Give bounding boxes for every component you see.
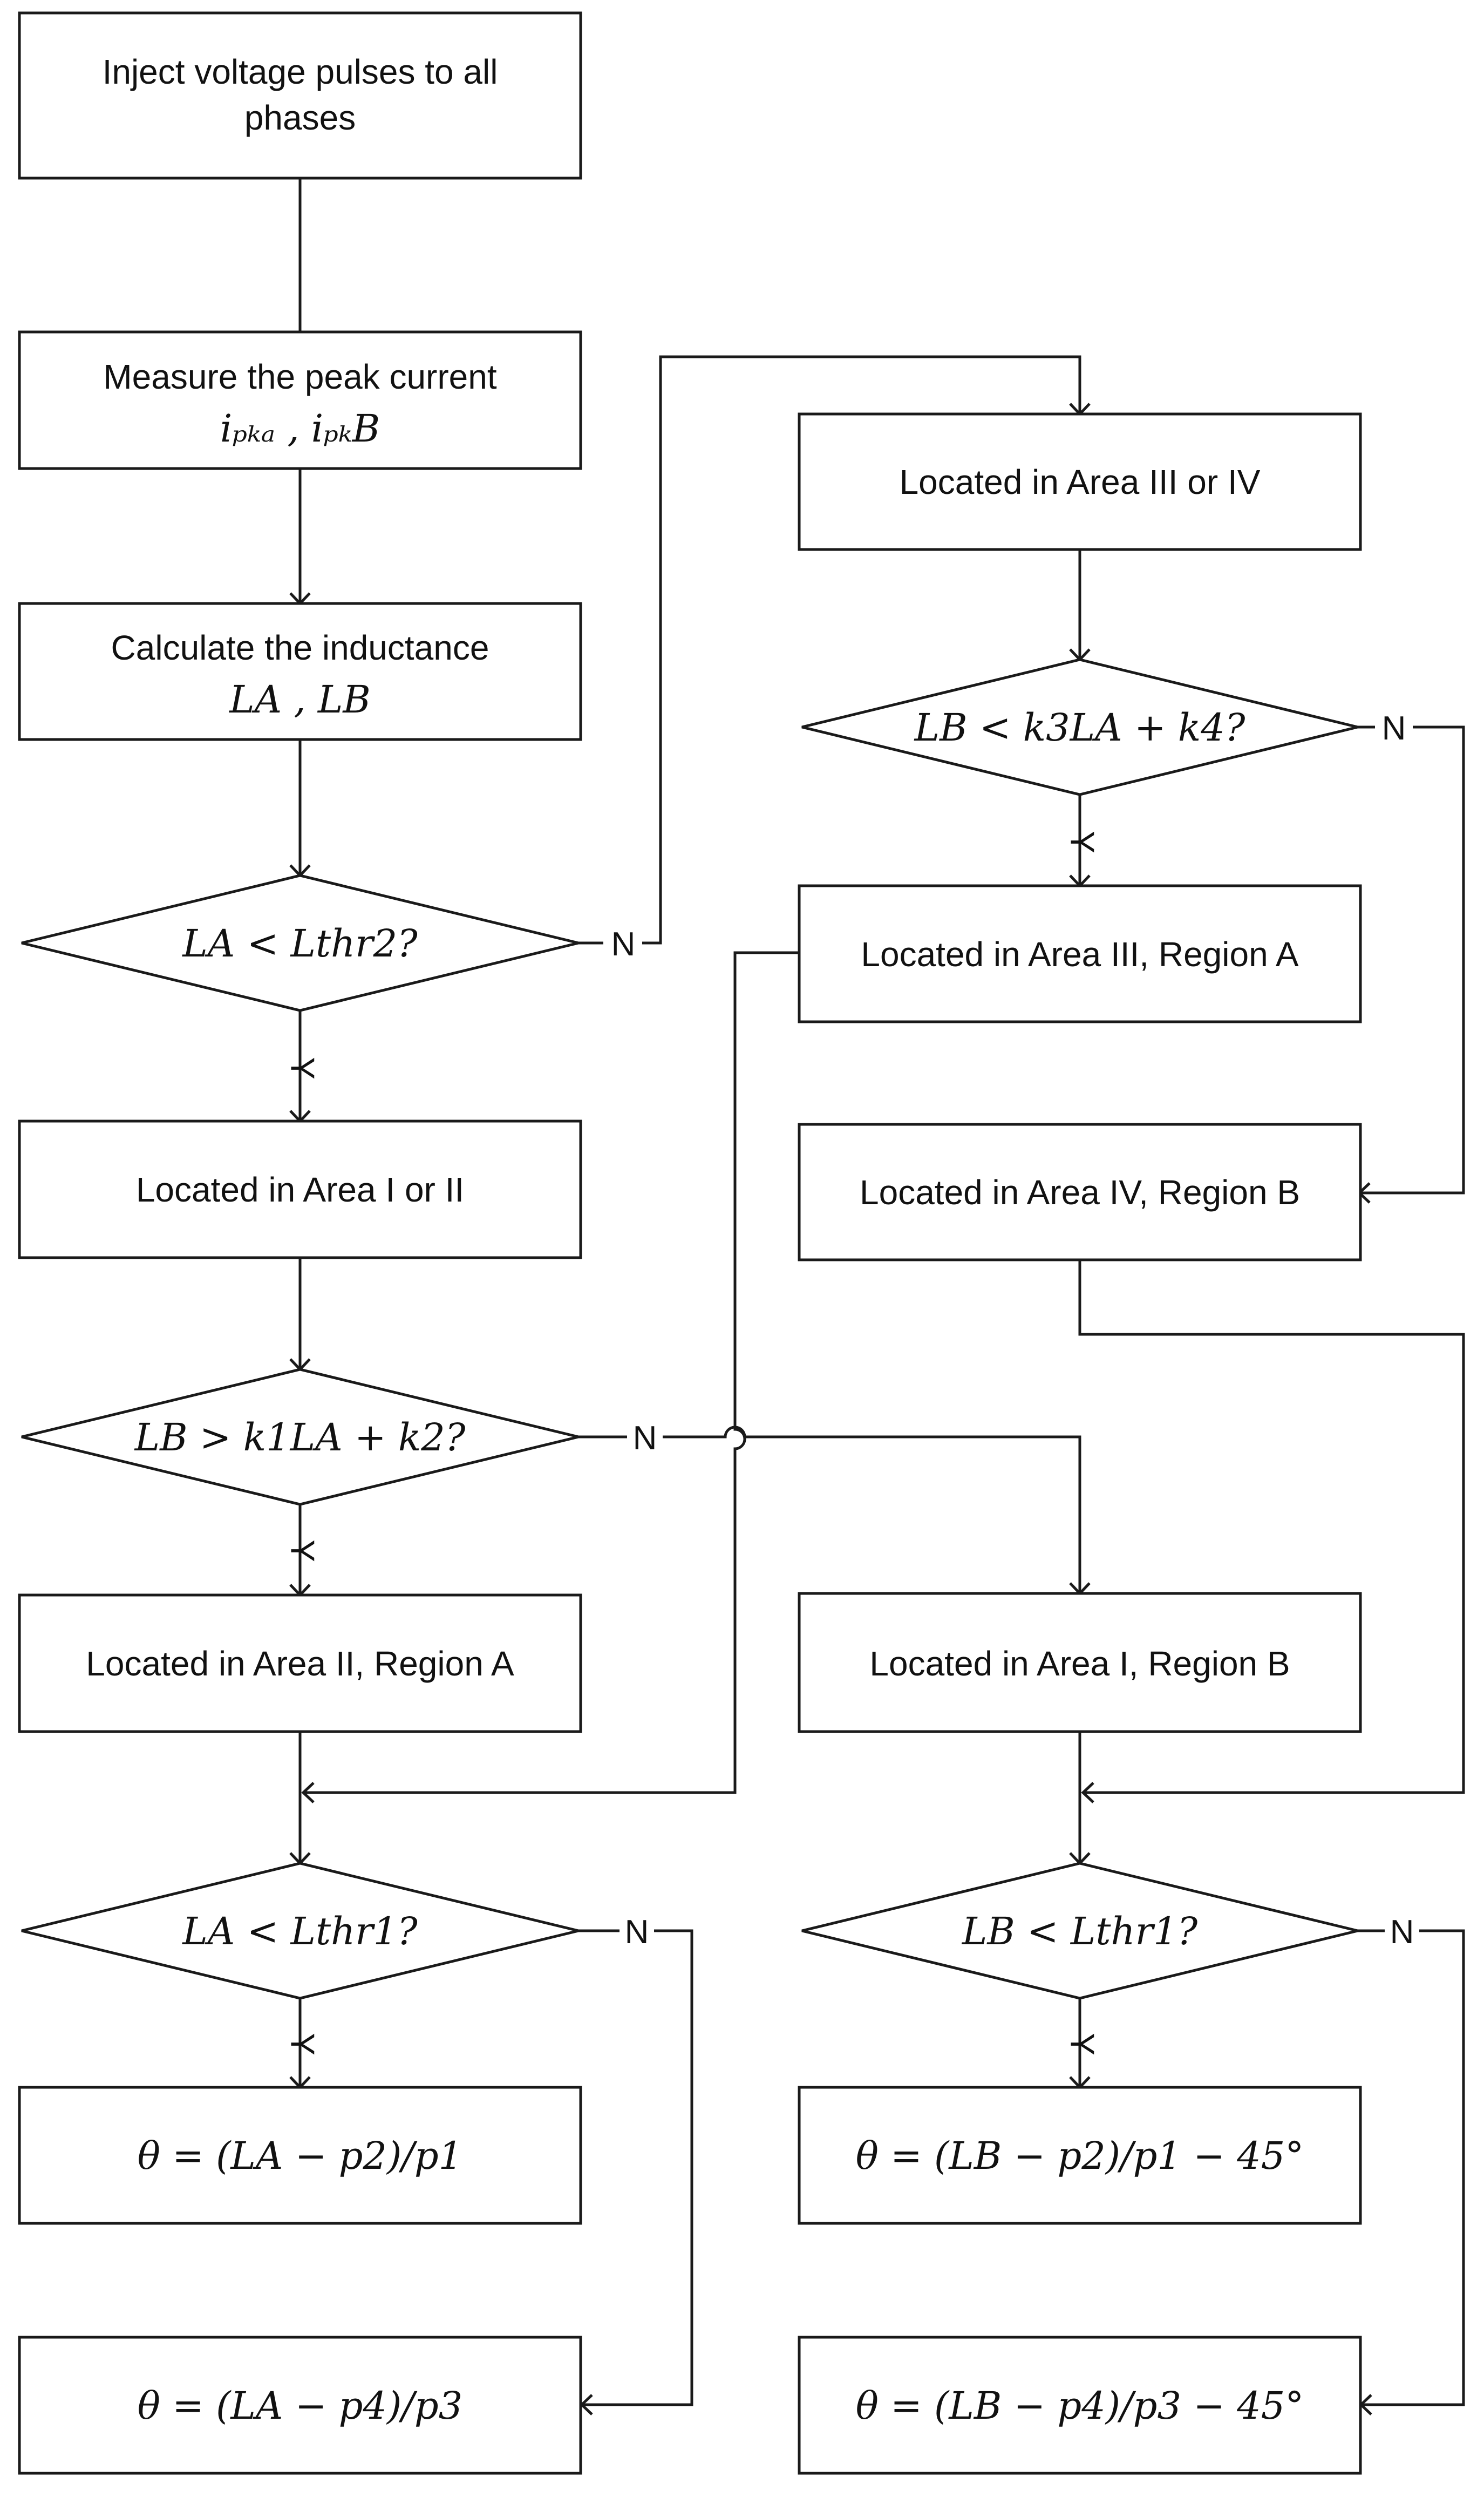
node-calc-line2: LA , LB — [228, 677, 371, 722]
decision-d1-text: LA < Lthr2? — [181, 921, 418, 966]
edge-area3a-to-merge-left — [303, 951, 799, 1794]
edge-labels: Y Y Y Y Y N N N N N — [284, 710, 1414, 2055]
decision-d4: LA < Lthr1? — [21, 1862, 579, 2000]
decision-d1: LA < Lthr2? — [21, 874, 579, 1012]
node-area2a: Located in Area II, Region A — [18, 1593, 582, 1733]
node-formula-4: θ = (LB − p4)/p3 − 45° — [798, 2336, 1362, 2475]
edge-d1-no-to-area34-b — [642, 355, 1081, 945]
node-formula-2-text: θ = (LA − p4)/p3 — [138, 2384, 462, 2428]
edge-d2-no-to-area1b-b — [663, 1426, 1081, 1593]
node-calc-line1: Calculate the inductance — [111, 628, 489, 667]
node-calc: Calculate the inductance LA , LB — [18, 602, 582, 741]
node-formula-3-text: θ = (LB − p2)/p1 − 45° — [856, 2134, 1304, 2178]
edge-area4b-to-merge-right — [1078, 1260, 1465, 1794]
node-formula-1-text: θ = (LA − p2)/p1 — [138, 2134, 462, 2178]
decision-d5: LB < Lthr1? — [801, 1862, 1358, 2000]
node-area4b: Located in Area IV, Region B — [798, 1123, 1362, 1261]
node-area1b: Located in Area I, Region B — [798, 1592, 1362, 1733]
no-label: N — [625, 1914, 649, 1951]
decision-d2-text: LB > k1LA + k2? — [134, 1415, 466, 1460]
node-measure-line2: iₚₖₐ , iₚₖB — [220, 406, 380, 451]
yes-label: Y — [284, 2033, 321, 2055]
node-area4b-text: Located in Area IV, Region B — [860, 1173, 1300, 1212]
decision-d5-text: LB < Lthr1? — [961, 1909, 1198, 1953]
connectors — [298, 178, 1465, 2406]
node-area12: Located in Area I or II — [18, 1119, 582, 1259]
arrowhead — [1081, 1782, 1094, 1803]
decision-d3-text: LB < k3LA + k4? — [914, 705, 1245, 750]
decision-d2: LB > k1LA + k2? — [21, 1368, 579, 1506]
node-formula-2: θ = (LA − p4)/p3 — [18, 2336, 582, 2475]
node-area34: Located in Area III or IV — [798, 412, 1362, 551]
node-area1b-text: Located in Area I, Region B — [869, 1644, 1290, 1683]
node-inject-line2: phases — [244, 98, 356, 137]
no-label: N — [1382, 710, 1406, 747]
edge-d3-no-to-area4b-b — [1359, 725, 1465, 1195]
yes-label: Y — [284, 1539, 321, 1562]
edge-d5-no-to-f4-b — [1361, 1929, 1465, 2406]
edge-d4-no-to-f2-b — [582, 1929, 693, 2406]
node-area3a: Located in Area III, Region A — [798, 884, 1362, 1023]
node-formula-4-text: θ = (LB − p4)/p3 − 45° — [856, 2384, 1304, 2428]
node-area12-text: Located in Area I or II — [136, 1170, 464, 1209]
decision-d3: LB < k3LA + k4? — [801, 658, 1358, 796]
node-formula-1: θ = (LA − p2)/p1 — [18, 2086, 582, 2225]
node-area2a-text: Located in Area II, Region A — [86, 1644, 514, 1683]
no-label: N — [1390, 1914, 1414, 1951]
yes-label: Y — [1064, 2033, 1101, 2055]
yes-label: Y — [284, 1057, 321, 1079]
node-inject-line1: Inject voltage pulses to all — [103, 52, 498, 91]
node-measure-line1: Measure the peak current — [103, 357, 497, 396]
node-inject: Inject voltage pulses to all phases — [18, 11, 582, 180]
node-area3a-text: Located in Area III, Region A — [861, 935, 1299, 974]
arrowhead — [301, 1782, 315, 1803]
node-area34-text: Located in Area III or IV — [900, 463, 1261, 501]
node-measure: Measure the peak current iₚₖₐ , iₚₖB — [18, 330, 582, 470]
node-formula-3: θ = (LB − p2)/p1 − 45° — [798, 2086, 1362, 2225]
no-label: N — [633, 1420, 657, 1457]
no-label: N — [611, 926, 636, 963]
decision-d4-text: LA < Lthr1? — [181, 1909, 418, 1953]
yes-label: Y — [1064, 831, 1101, 853]
